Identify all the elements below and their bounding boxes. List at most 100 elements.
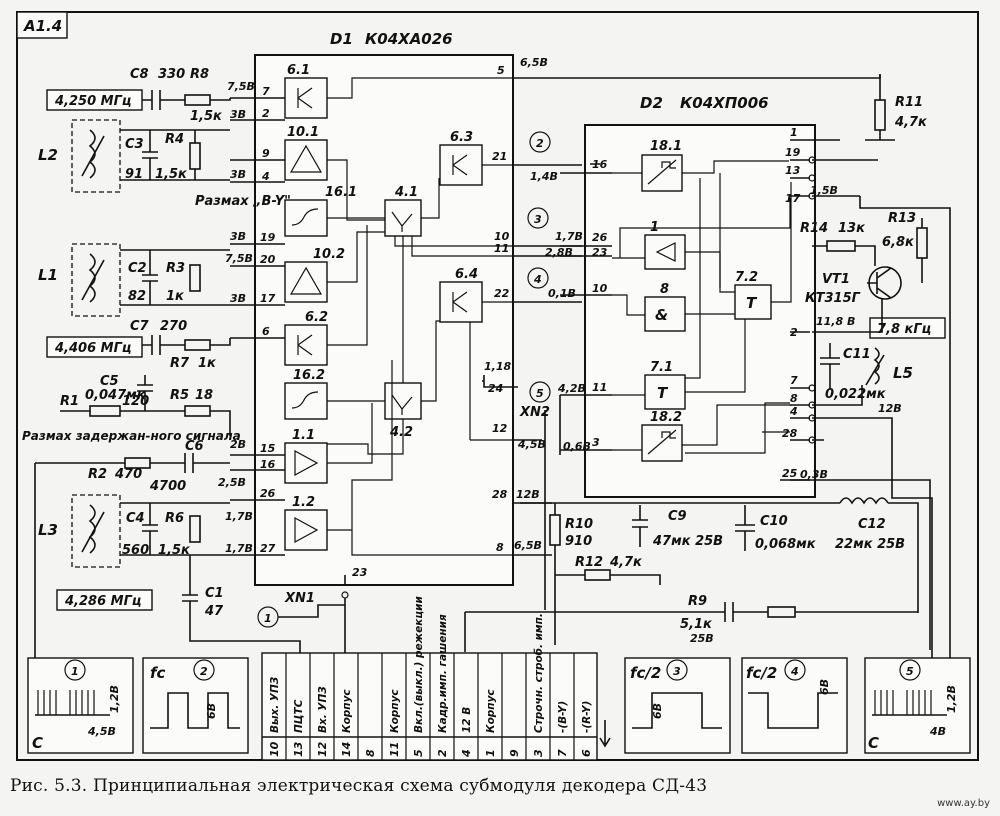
component-value: КТ315Г: [805, 291, 861, 306]
d1-left-pins: 7 2 9 4 19 20 17 6 15 16 26 27: [230, 85, 285, 556]
block-label: 8: [660, 282, 669, 297]
d1-block-16-2: 16.2: [284, 368, 328, 420]
coil-label: L3: [38, 521, 58, 539]
d2-right-pins: 1 19 13 17 2 7 8 4 28 25: [782, 126, 840, 481]
d2-block-7-2: T 7.2: [734, 270, 772, 320]
connector-pin-number: 8: [364, 749, 377, 757]
block-label: 16.2: [293, 368, 325, 383]
svg-text:2: 2: [536, 137, 544, 150]
pin-label: 17: [785, 192, 801, 205]
waveform-v1: 1,2В: [108, 685, 121, 713]
block-label: 6.3: [450, 130, 473, 145]
pin-label: 10: [592, 282, 608, 295]
waveform-num: 5: [906, 665, 914, 678]
pin-label: 2: [790, 326, 798, 339]
component-value: 910: [565, 534, 592, 549]
voltage-label: 1,7В: [225, 542, 253, 555]
block-label: 6.4: [455, 267, 478, 282]
pin-label: 4: [789, 405, 798, 418]
freq-box-4250: 4,250 МГц: [46, 89, 143, 111]
voltage-label: 6,5В: [514, 539, 542, 552]
d1-internal-wiring: [327, 77, 512, 556]
voltage-label: 0,1В: [548, 287, 576, 300]
component-ref: R7: [170, 356, 190, 371]
voltage-label: 1,5В: [810, 184, 838, 197]
component-value: 470: [114, 467, 142, 482]
annotation-razmah-delay: Размах задержан-ного сигнала: [22, 429, 241, 443]
voltage-label: 3В: [230, 292, 246, 305]
component-ref: C12: [858, 517, 886, 532]
component-value: 560: [122, 543, 149, 558]
component-ref: R9: [688, 594, 707, 609]
component-ref: C10: [760, 514, 788, 529]
component-value: 47: [204, 604, 224, 619]
freq-box-78k: 7,8 кГц: [869, 317, 946, 339]
capacitor-c9: C9 47мк 25В: [632, 505, 723, 549]
network-r10-r12: R10 910 R12 4,7к: [549, 503, 661, 645]
network-c6-r2: C6 4700 R2 470: [34, 439, 230, 673]
component-ref: C1: [205, 586, 224, 601]
component-ref: R12: [575, 555, 603, 570]
pin-label: 28: [492, 488, 508, 501]
waveform-v2: 4В: [929, 725, 946, 738]
block-label: 7.2: [735, 270, 758, 285]
inductor-l4: C12 22мк 25В: [520, 497, 919, 613]
board-id: A1.4: [23, 17, 62, 35]
component-value: 1,5к: [190, 109, 223, 124]
pin-label: 6: [262, 325, 270, 338]
voltage-label: 1,7В: [555, 230, 583, 243]
pin-label: 4: [261, 170, 270, 183]
waveform-sym: fc/2: [746, 664, 777, 682]
svg-text:T: T: [746, 294, 758, 312]
d2-ref: D2: [640, 94, 663, 112]
connector-pin-number: 3: [532, 749, 545, 757]
component-ref: R5: [170, 388, 189, 403]
component-ref: R6: [165, 511, 184, 526]
component-ref: R1: [60, 394, 79, 409]
component-ref: C6: [185, 439, 204, 454]
voltage-label: 4,2В: [557, 382, 586, 395]
pin-label: 27: [260, 542, 276, 555]
pin-label: 23: [352, 566, 368, 579]
pin-label: 9: [262, 147, 270, 160]
voltage-label: 7,5В: [225, 252, 253, 265]
waveform-v1: 6В: [818, 679, 831, 695]
pin-label: 20: [260, 253, 276, 266]
middle-voltages: 6,5В 2 1,4В 3 1,7В 2,8В 4 0,1В 1,18 5 4,…: [482, 56, 591, 610]
block-label: 18.1: [650, 139, 682, 154]
pin-label: 26: [592, 231, 608, 244]
waveform-sym: fc/2: [630, 664, 661, 682]
pin-label: 8: [790, 392, 798, 405]
coil-label: L5: [893, 364, 913, 382]
pin-label: 11: [494, 242, 509, 255]
coil-l5: L5: [865, 347, 913, 386]
waveform-v2: 4,5В: [87, 725, 116, 738]
coil-group-l2: L2 C3 91 R4 1,5к: [38, 119, 230, 193]
voltage-label: 4,5В: [517, 438, 546, 451]
block-label: 6.1: [287, 63, 310, 78]
connector-pin-number: 12: [316, 741, 329, 757]
block-label: 1.2: [292, 495, 315, 510]
pin-label: 21: [492, 150, 507, 163]
freq-box-4406: 4,406 МГц: [46, 336, 143, 358]
connector-pin-number: 11: [388, 742, 401, 757]
waveform-num: 3: [673, 665, 681, 678]
component-ref: R11: [895, 95, 923, 110]
component-value: 1к: [198, 356, 217, 371]
pin-label: 17: [260, 292, 276, 305]
component-ref: C2: [128, 261, 147, 276]
component-value: 1,5к: [158, 543, 191, 558]
voltage-label: 25В: [690, 632, 714, 645]
component-value: 6,8к: [882, 235, 915, 250]
voltage-label: 3В: [230, 108, 246, 121]
network-c12-r9: R9 5,1к 25В: [464, 594, 918, 652]
component-value: 0,022мк: [825, 387, 887, 402]
component-ref: C9: [668, 509, 687, 524]
component-ref: R10: [565, 517, 593, 532]
svg-text:4: 4: [533, 273, 542, 286]
block-label: 16.1: [325, 185, 357, 200]
connector-pin-number: 1: [484, 749, 497, 757]
freq-label: 4,406 МГц: [54, 341, 132, 356]
voltage-label: 3В: [230, 168, 246, 181]
component-value: 1к: [166, 289, 185, 304]
